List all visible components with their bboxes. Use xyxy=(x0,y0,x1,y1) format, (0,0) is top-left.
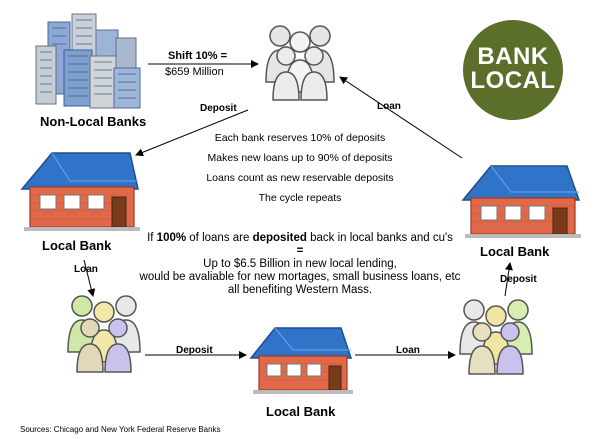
summary-line-3: Up to $6.5 Billion in new local lending, xyxy=(203,258,397,270)
people-group-icon-left xyxy=(67,295,141,373)
arrow-loan-left xyxy=(83,259,96,297)
deposit-label-bottom: Deposit xyxy=(176,345,213,356)
summary-deposited: deposited xyxy=(252,232,307,244)
house-icon-bottom xyxy=(249,327,353,394)
deposit-label-top: Deposit xyxy=(200,103,237,114)
logo-line-1: BANK xyxy=(477,43,549,70)
skyscrapers-icon xyxy=(35,13,141,109)
cycle-step-1: Each bank reserves 10% of deposits xyxy=(214,132,386,144)
house-icon-left xyxy=(20,152,140,231)
local-bank-bottom-label: Local Bank xyxy=(266,404,336,419)
summary-line-5: all benefiting Western Mass. xyxy=(227,284,373,296)
source-note: Sources: Chicago and New York Federal Re… xyxy=(20,425,221,434)
shift-amount-label: $659 Million xyxy=(165,66,224,78)
summary-percent: 100% xyxy=(156,232,187,244)
bank-local-logo: BANK LOCAL xyxy=(463,20,563,120)
people-group-icon xyxy=(265,25,335,101)
local-bank-left-label: Local Bank xyxy=(42,238,112,253)
logo-line-2: LOCAL xyxy=(470,67,556,94)
house-icon-right xyxy=(461,165,581,238)
lending-summary: If 100% of loans are deposited back in l… xyxy=(110,232,490,297)
arrow-deposit-top xyxy=(135,109,249,157)
cycle-step-4: The cycle repeats xyxy=(258,192,342,204)
shift-percent-label: Shift 10% = xyxy=(168,50,227,62)
deposit-label-right: Deposit xyxy=(500,274,537,285)
loan-label-top: Loan xyxy=(377,101,401,112)
loan-label-left: Loan xyxy=(74,264,98,275)
cycle-step-3: Loans count as new reservable deposits xyxy=(206,172,394,184)
non-local-banks-label: Non-Local Banks xyxy=(40,114,147,129)
cycle-step-2: Makes new loans up to 90% of deposits xyxy=(207,152,393,164)
summary-equals: = xyxy=(296,245,304,257)
people-group-icon-right xyxy=(459,299,533,375)
loan-label-bottom: Loan xyxy=(396,345,420,356)
cycle-steps: Each bank reserves 10% of deposits Makes… xyxy=(190,128,410,208)
summary-middle: of loans are xyxy=(186,232,253,244)
arrow-loan-top xyxy=(339,76,463,159)
summary-suffix: back in local banks and cu's xyxy=(306,232,453,244)
arrow-deposit-right xyxy=(504,262,513,297)
summary-line-1: If 100% of loans are deposited back in l… xyxy=(110,232,490,245)
summary-line-4: would be avaliable for new mortages, sma… xyxy=(139,271,461,283)
summary-prefix: If xyxy=(147,232,157,244)
local-bank-right-label: Local Bank xyxy=(480,244,550,259)
